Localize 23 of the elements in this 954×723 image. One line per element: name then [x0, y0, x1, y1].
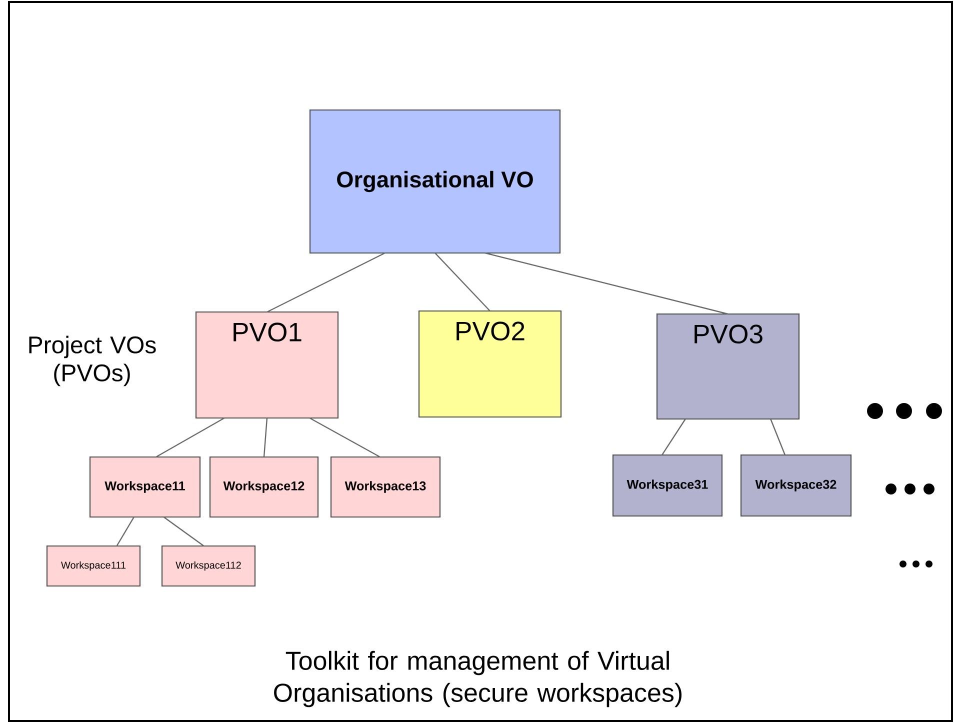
- project-box: PVO3: [656, 313, 800, 420]
- workspace-box: Workspace13: [330, 456, 441, 518]
- project-box: PVO2: [418, 310, 562, 418]
- workspace-box: Workspace112: [161, 545, 256, 587]
- connector-line: [116, 516, 135, 546]
- connector-line: [266, 252, 386, 313]
- workspace-box: Workspace111: [46, 545, 141, 587]
- connector-line: [434, 252, 490, 312]
- connector-line: [156, 417, 225, 458]
- connector-line: [263, 418, 268, 458]
- caption: Toolkit for management of Virtual Organisations (secure workspaces): [274, 650, 682, 708]
- workspace-box: Workspace32: [740, 454, 852, 517]
- project-box: PVO1: [195, 311, 339, 419]
- connector-line: [770, 418, 786, 456]
- connector-line: [484, 252, 728, 315]
- workspace-box: Workspace31: [612, 454, 723, 517]
- connector-line: [309, 417, 380, 458]
- workspace-box: Workspace11: [89, 456, 201, 518]
- group-label: Project VOs (PVOs): [29, 336, 156, 386]
- connector-line: [163, 516, 204, 546]
- connector-line: [662, 418, 686, 456]
- workspace-box: Workspace12: [209, 456, 319, 518]
- vo-box: Organisational VO: [309, 109, 561, 254]
